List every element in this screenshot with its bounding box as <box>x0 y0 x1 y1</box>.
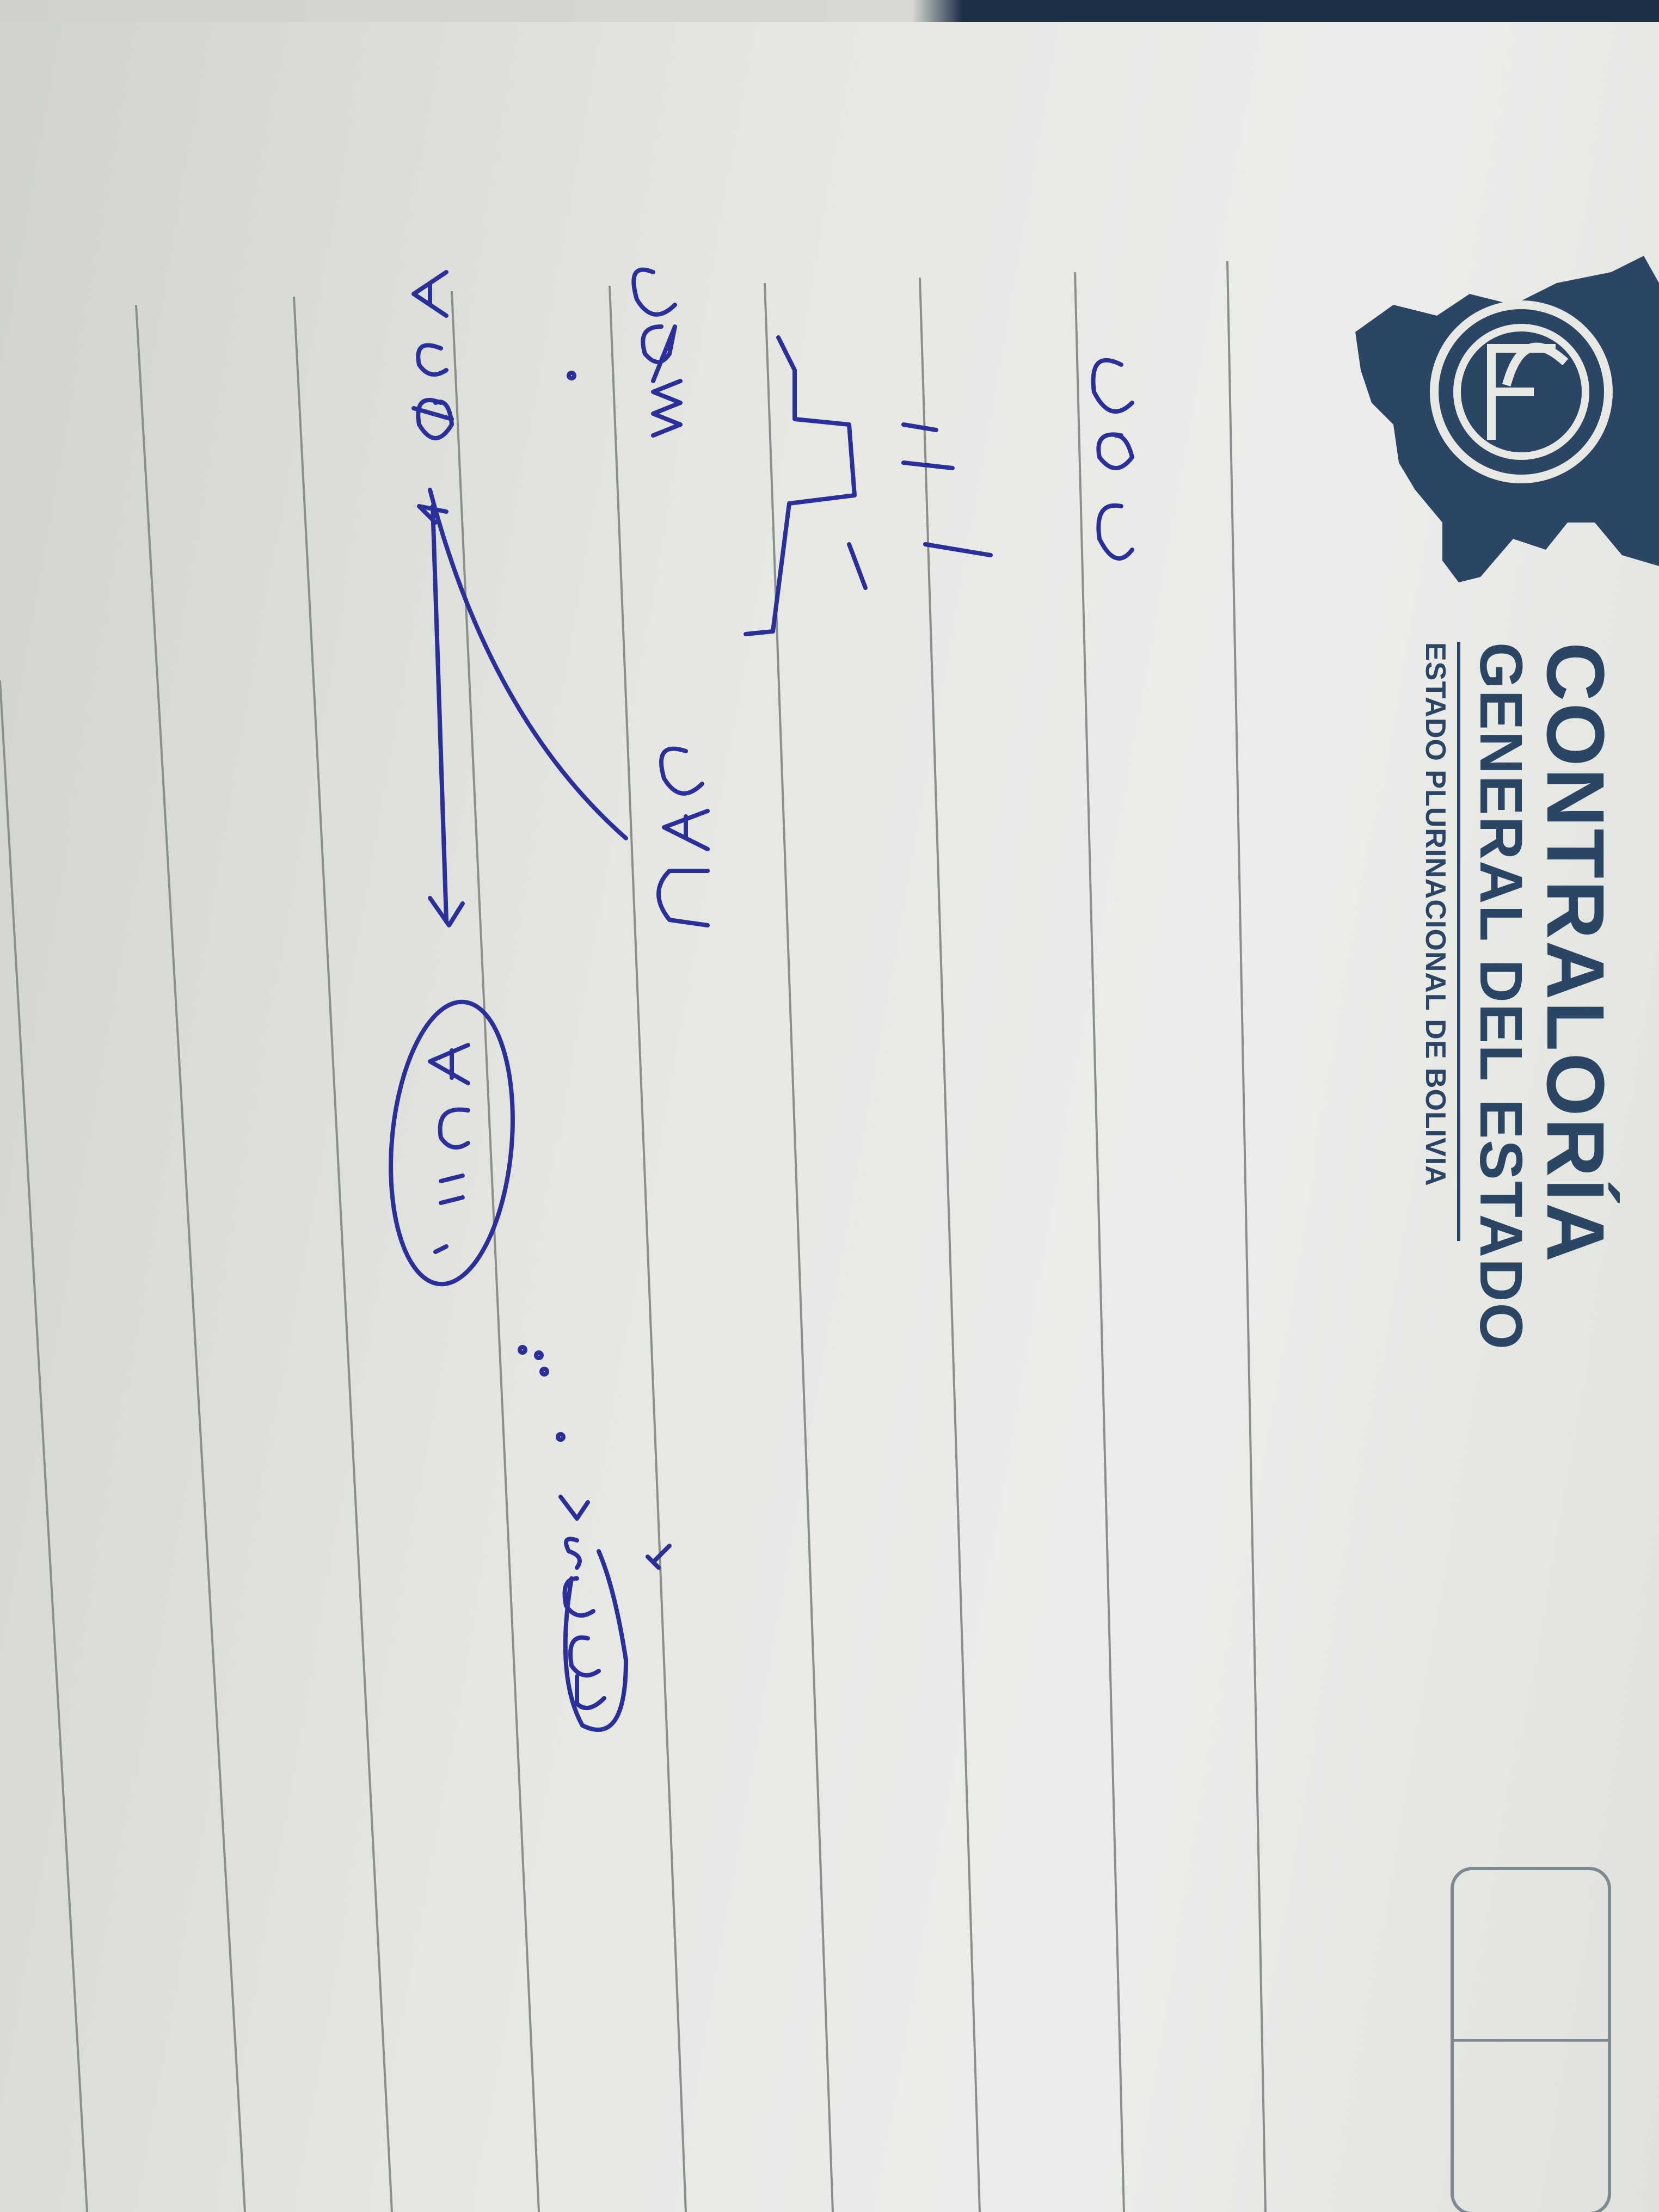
seal-inner-ring <box>1453 324 1589 460</box>
note-aco <box>411 270 454 440</box>
arrowhead-ac <box>428 896 465 927</box>
rule-line <box>293 296 393 2212</box>
rule-line <box>919 277 981 2212</box>
number-box <box>1451 1867 1611 2212</box>
note-gdm <box>631 267 683 438</box>
arrowhead-aco <box>417 504 448 525</box>
rule-line <box>1226 261 1267 2212</box>
dot-marks <box>518 371 576 1442</box>
number-box-divider <box>1454 2039 1608 2042</box>
note-gad <box>656 746 710 927</box>
rule-line <box>451 291 540 2212</box>
rule-line <box>135 304 246 2212</box>
note-goc <box>1091 358 1134 561</box>
note-connector <box>744 335 993 636</box>
seal-letters <box>1487 342 1569 440</box>
note-ac <box>389 999 515 1287</box>
note-vscul <box>558 1495 672 1732</box>
rule-line <box>609 285 687 2212</box>
rule-line <box>0 680 88 2212</box>
arrow-aco-ac <box>431 504 448 922</box>
rule-line <box>1074 272 1125 2212</box>
arrow-aco-gad <box>428 488 628 840</box>
